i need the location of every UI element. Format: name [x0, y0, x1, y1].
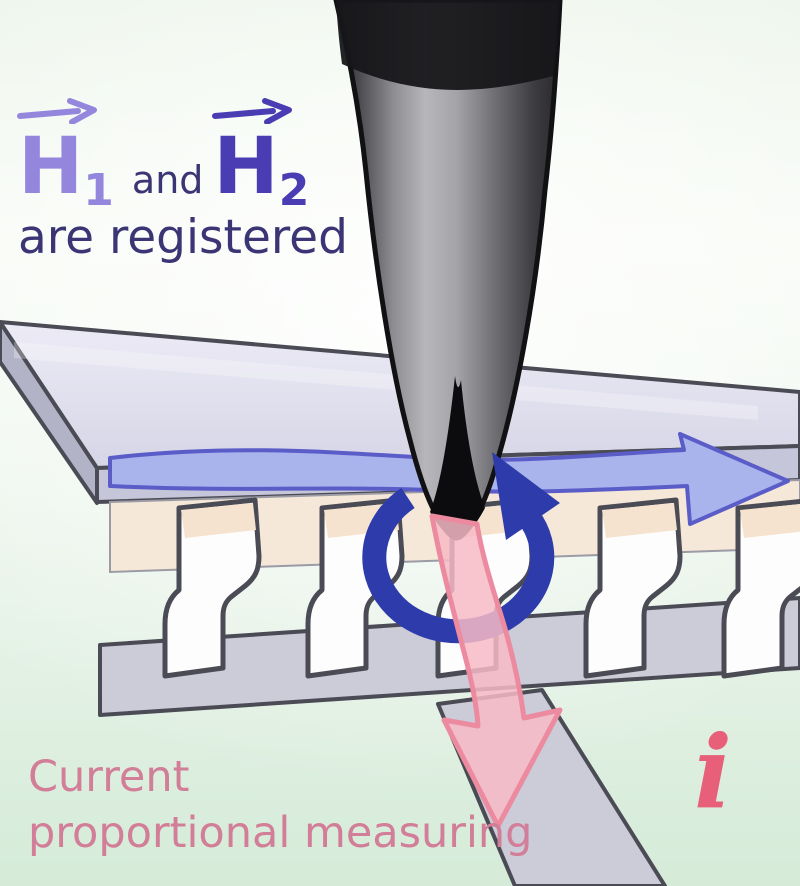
field-registration-note: H1 and H2 are registered [17, 98, 348, 265]
current-arrow [429, 513, 563, 829]
field-labels-line: H1 and H2 [17, 98, 348, 213]
chip-top-highlight [14, 342, 758, 420]
current-measuring-note: Current proportional measuring [28, 750, 532, 862]
probe-sensor-notch [430, 376, 485, 539]
conjunction-text: and [131, 158, 204, 202]
circulation-ring [362, 487, 555, 644]
h1-vector-arrow-icon [17, 98, 97, 124]
h2-vector-label: H2 [212, 98, 309, 213]
field-circulation-arrow [362, 452, 560, 644]
h2-subscript: 2 [278, 165, 310, 216]
h2-vector-arrow-icon [212, 98, 293, 124]
current-text-line1: Current [28, 752, 190, 802]
h1-symbol: H [18, 122, 84, 212]
current-text-line2: proportional measuring [28, 807, 533, 858]
h2-symbol: H [213, 122, 279, 212]
current-symbol: i [694, 713, 732, 831]
probe-cap [336, 0, 560, 90]
h1-subscript: 1 [83, 165, 114, 216]
h1-vector-label: H1 [17, 98, 114, 213]
registered-text: are registered [18, 210, 348, 265]
circulation-arrowhead [492, 452, 560, 540]
probe [333, 0, 563, 541]
